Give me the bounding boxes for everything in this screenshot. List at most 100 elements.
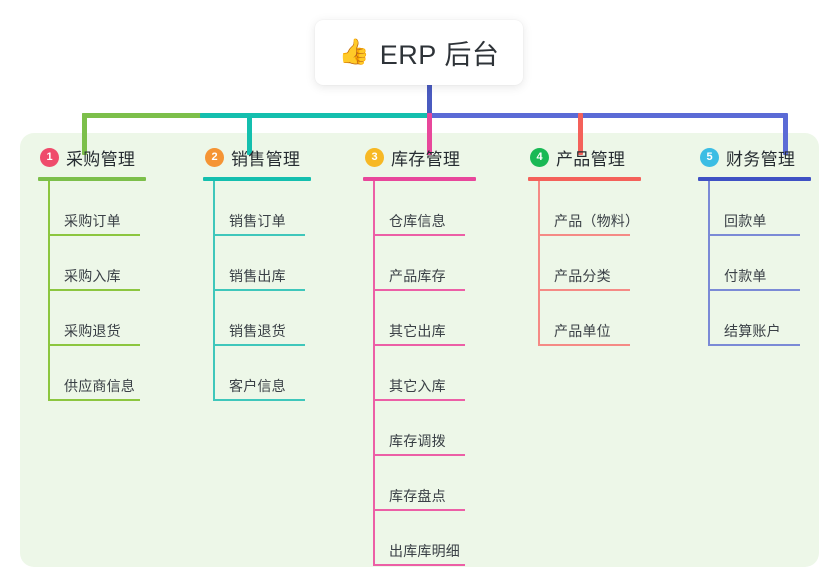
branch-item-list: 仓库信息产品库存其它出库其它入库库存调拨库存盘点出库库明细	[363, 181, 513, 566]
branch-item-underline	[538, 234, 630, 236]
branch-item[interactable]: 其它出库	[373, 291, 513, 346]
branch-underline	[203, 177, 311, 181]
branch-item-list: 采购订单采购入库采购退货供应商信息	[38, 181, 188, 401]
branch-number-badge: 5	[700, 147, 719, 167]
branch-column-5: 5 财务管理回款单付款单结算账户	[698, 145, 838, 346]
branch-item-label: 采购入库	[64, 268, 121, 284]
branch-item-label: 采购退货	[64, 323, 121, 339]
branch-header-5[interactable]: 5 财务管理	[698, 145, 838, 169]
branch-item-underline	[48, 234, 140, 236]
branch-item-underline	[538, 289, 630, 291]
branch-item-underline	[48, 399, 140, 401]
branch-column-2: 2 销售管理销售订单销售出库销售退货客户信息	[203, 145, 353, 401]
branch-item-label: 出库库明细	[389, 543, 460, 559]
branch-spine	[538, 181, 540, 346]
branch-item-underline	[48, 344, 140, 346]
branch-item-list: 销售订单销售出库销售退货客户信息	[203, 181, 353, 401]
branch-item-label: 库存盘点	[389, 488, 446, 504]
branch-column-1: 1 采购管理采购订单采购入库采购退货供应商信息	[38, 145, 188, 401]
branch-column-3: 3 库存管理仓库信息产品库存其它出库其它入库库存调拨库存盘点出库库明细	[363, 145, 513, 566]
branch-item-underline	[373, 289, 465, 291]
branch-item[interactable]: 产品库存	[373, 236, 513, 291]
branch-item-label: 产品单位	[554, 323, 611, 339]
branch-header-3[interactable]: 3 库存管理	[363, 145, 513, 169]
branch-header-2[interactable]: 2 销售管理	[203, 145, 353, 169]
branch-title: 销售管理	[231, 149, 301, 169]
branch-item-label: 销售订单	[229, 213, 286, 229]
branch-item[interactable]: 销售出库	[213, 236, 353, 291]
connector-bus-teal	[200, 113, 430, 118]
diagram-panel	[20, 133, 819, 567]
branch-number-badge: 3	[365, 147, 384, 167]
branch-title: 财务管理	[726, 149, 796, 169]
branch-item-label: 其它入库	[389, 378, 446, 394]
connector-drop-1	[82, 113, 87, 155]
root-node[interactable]: 👍 ERP 后台	[315, 20, 523, 85]
branch-item-list: 回款单付款单结算账户	[698, 181, 838, 346]
branch-item-underline	[373, 509, 465, 511]
connector-drop-5	[783, 113, 788, 155]
branch-item[interactable]: 仓库信息	[373, 181, 513, 236]
branch-item-label: 采购订单	[64, 213, 121, 229]
branch-underline	[38, 177, 146, 181]
branch-title: 库存管理	[391, 149, 461, 169]
branch-item[interactable]: 出库库明细	[373, 511, 513, 566]
branch-item-underline	[213, 289, 305, 291]
branch-number-badge: 2	[205, 147, 224, 167]
branch-item[interactable]: 库存调拨	[373, 401, 513, 456]
branch-item-underline	[213, 344, 305, 346]
branch-item[interactable]: 产品单位	[538, 291, 678, 346]
branch-item[interactable]: 结算账户	[708, 291, 838, 346]
branch-item-underline	[373, 399, 465, 401]
branch-spine	[373, 181, 375, 566]
branch-item[interactable]: 付款单	[708, 236, 838, 291]
branch-item-label: 产品库存	[389, 268, 446, 284]
connector-drop-4	[578, 113, 583, 155]
branch-item-underline	[373, 564, 465, 566]
branch-underline	[698, 177, 811, 181]
branch-item[interactable]: 采购订单	[48, 181, 188, 236]
branch-item[interactable]: 其它入库	[373, 346, 513, 401]
branch-spine	[708, 181, 710, 346]
branch-header-1[interactable]: 1 采购管理	[38, 145, 188, 169]
connector-root-stem	[427, 84, 432, 117]
connector-bus-blue	[427, 113, 787, 118]
branch-item-label: 结算账户	[724, 323, 781, 339]
branch-title: 采购管理	[66, 149, 136, 169]
branch-item-list: 产品（物料） 产品分类产品单位	[528, 181, 678, 346]
branch-item-underline	[373, 234, 465, 236]
branch-item-underline	[48, 289, 140, 291]
branch-underline	[363, 177, 476, 181]
branch-underline	[528, 177, 641, 181]
branch-item[interactable]: 采购退货	[48, 291, 188, 346]
branch-item-underline	[213, 234, 305, 236]
branch-item-label: 库存调拨	[389, 433, 446, 449]
branch-item-label: 付款单	[724, 268, 767, 284]
root-node-label: ERP 后台	[379, 40, 500, 70]
branch-spine	[48, 181, 50, 401]
thumbs-up-icon: 👍	[338, 38, 370, 66]
branch-item-underline	[373, 344, 465, 346]
branch-item[interactable]: 销售订单	[213, 181, 353, 236]
branch-item-label: 客户信息	[229, 378, 286, 394]
branch-item[interactable]: 供应商信息	[48, 346, 188, 401]
branch-item-label: 回款单	[724, 213, 767, 229]
branch-item[interactable]: 销售退货	[213, 291, 353, 346]
branch-item[interactable]: 客户信息	[213, 346, 353, 401]
branch-item[interactable]: 采购入库	[48, 236, 188, 291]
branch-item-label: 产品（物料）	[554, 213, 640, 229]
branch-item[interactable]: 产品（物料）	[538, 181, 678, 236]
branch-item[interactable]: 库存盘点	[373, 456, 513, 511]
branch-item-underline	[373, 454, 465, 456]
branch-item-label: 其它出库	[389, 323, 446, 339]
branch-item-underline	[538, 344, 630, 346]
branch-item-underline	[708, 289, 800, 291]
branch-number-badge: 1	[40, 147, 59, 167]
branch-item[interactable]: 回款单	[708, 181, 838, 236]
branch-item-underline	[213, 399, 305, 401]
connector-drop-2	[247, 113, 252, 155]
branch-item-label: 销售退货	[229, 323, 286, 339]
branch-item[interactable]: 产品分类	[538, 236, 678, 291]
